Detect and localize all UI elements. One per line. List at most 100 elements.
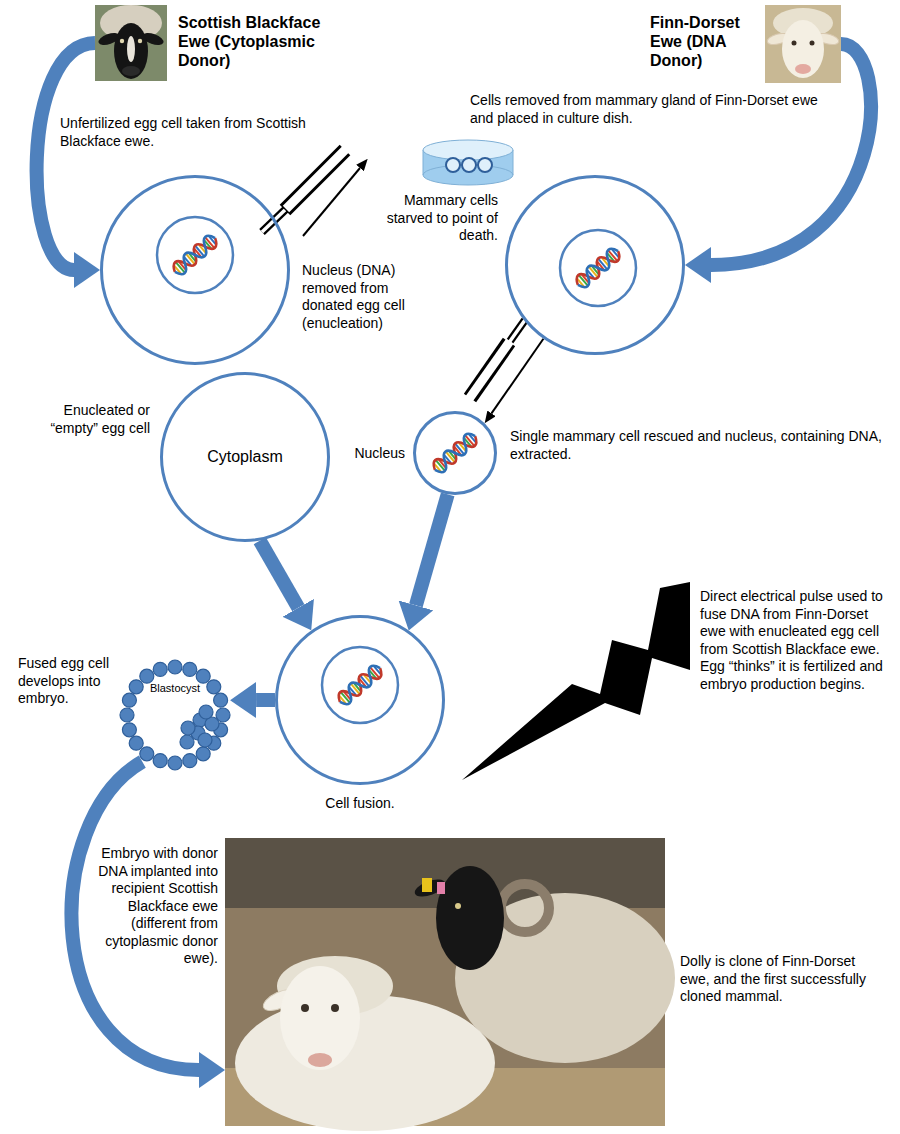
muzzle [122, 66, 140, 76]
process-arrow [37, 43, 95, 270]
inner-cell [199, 705, 213, 719]
pipette-tip [262, 208, 287, 232]
cell-label: Cell fusion. [275, 795, 445, 813]
ear-tag [422, 878, 432, 892]
pipette-tube [469, 341, 510, 399]
fused-nucleus [322, 647, 398, 723]
blackface-photo [95, 5, 167, 81]
cell [183, 754, 197, 768]
blastocyst-cells [120, 660, 230, 770]
dolly-photo-frame: Dolly is clone of Finn-Dorset ewe, and t… [225, 838, 665, 1126]
blastocyst-label: Blastocyst [118, 682, 232, 696]
fused-cell-circle: Cell fusion. [275, 615, 445, 785]
dna-helix [335, 663, 384, 708]
cell-nucleus [560, 230, 636, 306]
eye [792, 41, 797, 46]
cell [207, 680, 221, 694]
cell [196, 747, 210, 761]
egg-nucleus [157, 217, 233, 293]
donor-photo: Scottish Blackface Ewe (Cytoplasmic Dono… [95, 5, 167, 81]
cell [214, 693, 228, 707]
donor-title: Finn-Dorset Ewe (DNA Donor) [650, 13, 758, 71]
nose [795, 64, 811, 74]
nucleus-circle: Nucleus [413, 411, 497, 495]
inner-cell [181, 721, 195, 735]
dolly-face [280, 966, 360, 1070]
removal-arrow [303, 168, 360, 236]
nose [308, 1053, 332, 1067]
cell-content-label: Cytoplasm [160, 447, 330, 467]
photo-ground [95, 5, 167, 81]
white-face [782, 20, 824, 78]
pipette-tip [508, 320, 525, 344]
cell [129, 680, 143, 694]
cell [153, 662, 167, 676]
donor-photo: Finn-Dorset Ewe (DNA Donor) [765, 5, 841, 83]
pipette-tip [508, 320, 525, 344]
cell [478, 158, 492, 172]
result-note: Dolly is clone of Finn-Dorset ewe, and t… [680, 953, 885, 1006]
pipette-tip [262, 208, 287, 232]
dna-helix [430, 431, 479, 476]
transfer-arrow [492, 339, 544, 414]
pipette-tube [470, 342, 509, 398]
eye [120, 39, 124, 43]
cell [140, 747, 154, 761]
mammary-cell-circle: Cells removed from mammary gland of Finn… [505, 175, 685, 355]
donor-title: Scottish Blackface Ewe (Cytoplasmic Dono… [178, 13, 343, 71]
cell [129, 736, 143, 750]
egg-cell-circle: Unfertilized egg cell taken from Scottis… [100, 175, 290, 365]
step-note: Unfertilized egg cell taken from Scottis… [60, 115, 330, 150]
black-face [114, 23, 148, 79]
eye [301, 1004, 309, 1012]
step-note: Mammary cells starved to point of death. [383, 192, 498, 245]
cell [120, 708, 134, 722]
cell [446, 158, 460, 172]
process-arrow [711, 44, 871, 265]
step-note: Single mammary cell rescued and nucleus,… [510, 428, 885, 463]
cell-label: Nucleus [343, 445, 405, 463]
cell [196, 669, 210, 683]
pipette-tube [285, 150, 345, 210]
dna-helix [573, 246, 622, 291]
enucleated-egg-circle: Enucleated or “empty” egg cellCytoplasm [160, 372, 330, 542]
step-note: Direct electrical pulse used to fuse DNA… [700, 588, 892, 693]
inner-cell [180, 735, 194, 749]
face-blaze [127, 36, 135, 62]
dolly-wool [235, 995, 495, 1131]
pipette [469, 320, 525, 399]
ear-tag [437, 882, 445, 894]
cell [122, 723, 136, 737]
pipette [262, 149, 346, 232]
step-note: Cells removed from mammary gland of Finn… [470, 92, 840, 127]
cell [140, 669, 154, 683]
step-note: Fused egg cell develops into embryo. [18, 655, 118, 708]
cell [462, 158, 476, 172]
blastocyst: Blastocyst [118, 658, 232, 772]
ear [413, 876, 448, 900]
cell [153, 754, 167, 768]
cell [122, 693, 136, 707]
finn-dorset-photo [765, 5, 841, 83]
eye [455, 903, 461, 909]
process-arrow [256, 693, 275, 707]
process-arrow [416, 494, 448, 605]
cell [168, 756, 182, 770]
pipette-tube [286, 149, 346, 209]
culture-dish [423, 140, 513, 185]
eye [810, 41, 815, 46]
cell [168, 660, 182, 674]
dish-side [423, 150, 424, 175]
dolly-photo [225, 838, 675, 1131]
cell [183, 662, 197, 676]
photo-ground [765, 5, 841, 83]
step-note: Embryo with donor DNA implanted into rec… [98, 845, 218, 968]
process-arrow [260, 541, 299, 608]
step-note: Nucleus (DNA) removed from donated egg c… [302, 262, 437, 332]
dna-helix [170, 233, 219, 278]
cell-label: Enucleated or “empty” egg cell [35, 402, 150, 437]
inner-cell [198, 733, 212, 747]
dish-rim [423, 140, 513, 160]
blackface-head [436, 866, 504, 970]
